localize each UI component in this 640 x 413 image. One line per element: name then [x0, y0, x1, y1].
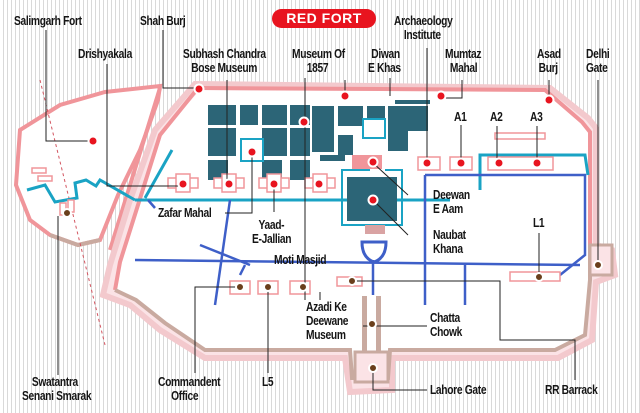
label-museum-1857: Museum Of 1857 [292, 47, 345, 75]
leader-lines [45, 30, 599, 391]
label-lahore-gate: Lahore Gate [430, 383, 487, 397]
label-yaad-e-jallian: Yaad- E-Jallian [252, 218, 292, 246]
label-line: Gate [586, 61, 608, 75]
salimgarh-lower-wall [49, 233, 101, 248]
chatta-chowk-passage-left [362, 296, 367, 352]
label-rr-barrack: RR Barrack [545, 383, 598, 397]
label-line: E Aam [433, 202, 463, 216]
label-drishyakala: Drishyakala [78, 47, 132, 61]
label-line: 1857 [306, 61, 329, 75]
label-a1: A1 [454, 110, 467, 124]
map-title: RED FORT [272, 9, 376, 28]
label-chatta-chowk: Chatta Chowk [430, 311, 462, 339]
label-line: Khana [433, 242, 463, 256]
label-shah-burj: Shah Burj [140, 14, 186, 28]
label-line: E-Jallian [252, 232, 292, 246]
label-line: Chatta [430, 311, 460, 325]
label-a2: A2 [490, 110, 503, 124]
west-wall [113, 86, 200, 291]
label-delhi-gate: Delhi Gate [586, 47, 610, 75]
label-line: Archaeology [394, 14, 453, 28]
delhi-gate-bastion [588, 243, 614, 277]
bridge-wall [108, 87, 162, 251]
markers-red [87, 83, 555, 206]
label-mumtaz-mahal: Mumtaz Mahal [445, 47, 482, 75]
label-diwan-khas: Diwan E Khas [368, 47, 401, 75]
label-azadi-ke-deewane-museum: Azadi Ke Deewane Museum [306, 300, 348, 342]
label-line: Institute [403, 28, 441, 42]
label-line: Mahal [449, 61, 478, 75]
label-line: Chowk [430, 325, 462, 339]
label-line: Mumtaz [445, 47, 482, 61]
blue-paths [134, 173, 587, 306]
label-a3: A3 [530, 110, 543, 124]
naubat-gate [365, 225, 385, 234]
label-line: Subhash Chandra [183, 47, 266, 61]
salimgarh-fort-area [13, 83, 163, 248]
label-line: E Khas [368, 61, 401, 75]
label-line: Deewane [306, 314, 349, 328]
label-deewan-e-aam: Deewan E Aam [433, 188, 470, 216]
label-line: Senani Smarak [22, 389, 92, 403]
label-l1: L1 [533, 216, 545, 230]
label-line: Delhi [586, 47, 610, 61]
label-line: Office [171, 389, 199, 403]
label-asad-burj: Asad Burj [537, 47, 561, 75]
label-line: Diwan [371, 47, 400, 61]
label-moti-masjid: Moti Masjid [274, 253, 327, 267]
north-wall [197, 86, 592, 245]
label-line: Deewan [433, 188, 470, 202]
label-naubat-khana: Naubat Khana [433, 228, 466, 256]
label-l5: L5 [262, 375, 274, 389]
label-line: Azadi Ke [306, 300, 347, 314]
label-swatantra-senani-smarak: Swatantra Senani Smarak [22, 375, 92, 403]
label-line: Naubat [433, 228, 466, 242]
label-line: Commandent [158, 375, 221, 389]
chatta-chowk-passage-right [376, 296, 381, 352]
markers-brown [62, 208, 603, 373]
label-line: Bose Museum [191, 61, 258, 75]
label-line: Yaad- [258, 218, 285, 232]
buildings [208, 100, 430, 221]
label-line: Burj [538, 61, 559, 75]
label-zafar-mahal: Zafar Mahal [158, 206, 212, 220]
diwan-khas-courtyard [362, 118, 386, 139]
label-commandent-office: Commandent Office [158, 375, 221, 403]
label-line: Museum Of [292, 47, 345, 61]
label-archaeology-institute: Archaeology Institute [394, 14, 453, 42]
label-salimgarh-fort: Salimgarh Fort [14, 14, 82, 28]
label-line: Swatantra [31, 375, 78, 389]
naubat-arch [360, 240, 388, 264]
label-subhash-museum: Subhash Chandra Bose Museum [183, 47, 266, 75]
label-line: Museum [306, 328, 346, 342]
label-line: Asad [537, 47, 561, 61]
